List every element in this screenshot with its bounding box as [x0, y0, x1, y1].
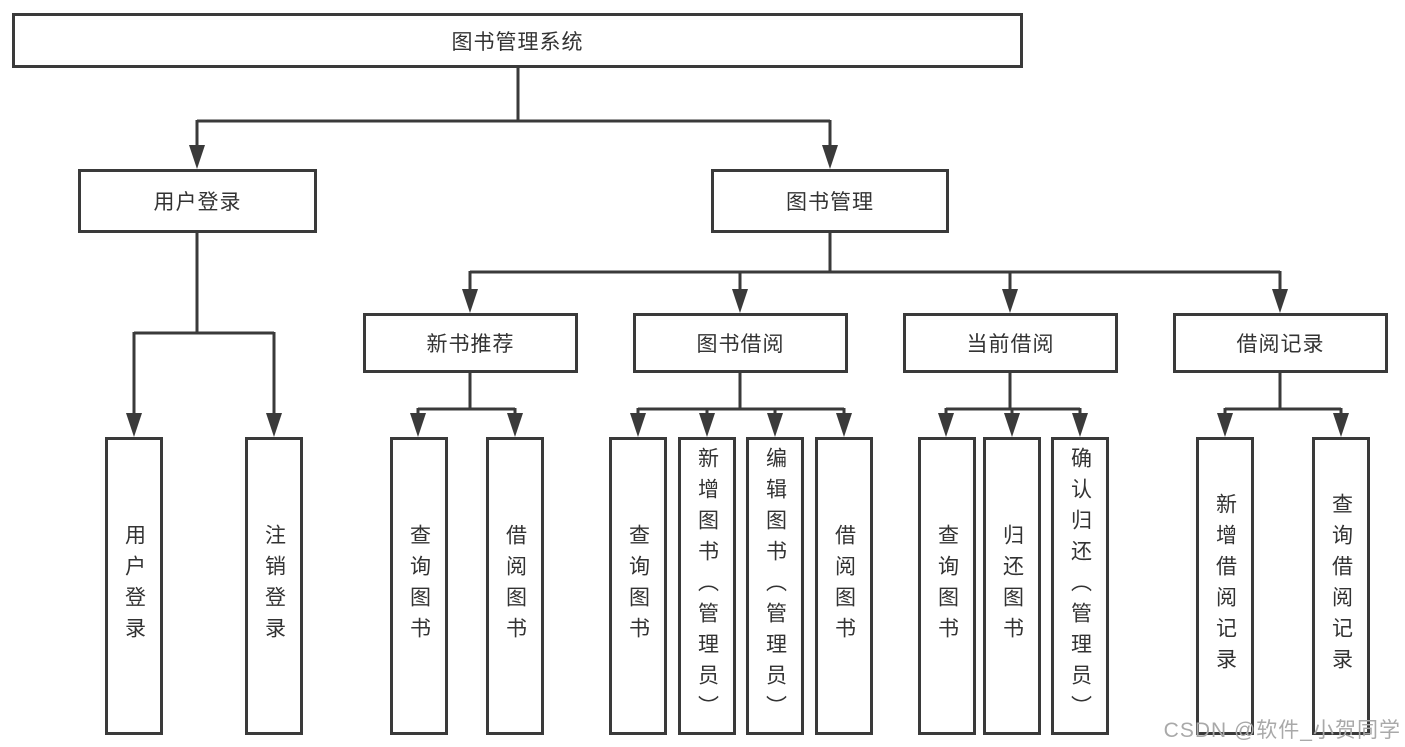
leaf-confirm-return-admin: 确认归还（管理员）: [1051, 437, 1109, 735]
node-book-management: 图书管理: [711, 169, 949, 233]
arrowheads: [126, 145, 1349, 437]
leaf-borrow-books-recommend: 借阅图书: [486, 437, 544, 735]
node-user-login: 用户登录: [78, 169, 317, 233]
node-borrowing-records: 借阅记录: [1173, 313, 1388, 373]
leaf-return-books: 归还图书: [983, 437, 1041, 735]
leaf-query-books-recommend: 查询图书: [390, 437, 448, 735]
leaf-add-books-admin: 新增图书（管理员）: [678, 437, 736, 735]
leaf-query-borrow-record: 查询借阅记录: [1312, 437, 1370, 735]
node-book-borrowing: 图书借阅: [633, 313, 848, 373]
leaf-query-books-current: 查询图书: [918, 437, 976, 735]
leaf-add-borrow-record: 新增借阅记录: [1196, 437, 1254, 735]
node-root: 图书管理系统: [12, 13, 1023, 68]
node-new-book-recommendation: 新书推荐: [363, 313, 578, 373]
leaf-query-books-borrowing: 查询图书: [609, 437, 667, 735]
leaf-borrow-books-borrowing: 借阅图书: [815, 437, 873, 735]
node-current-borrowing: 当前借阅: [903, 313, 1118, 373]
leaf-edit-books-admin: 编辑图书（管理员）: [746, 437, 804, 735]
leaf-logout-login: 注销登录: [245, 437, 303, 735]
leaf-user-login: 用户登录: [105, 437, 163, 735]
watermark: CSDN @软件_小贺同学: [1163, 719, 1401, 742]
